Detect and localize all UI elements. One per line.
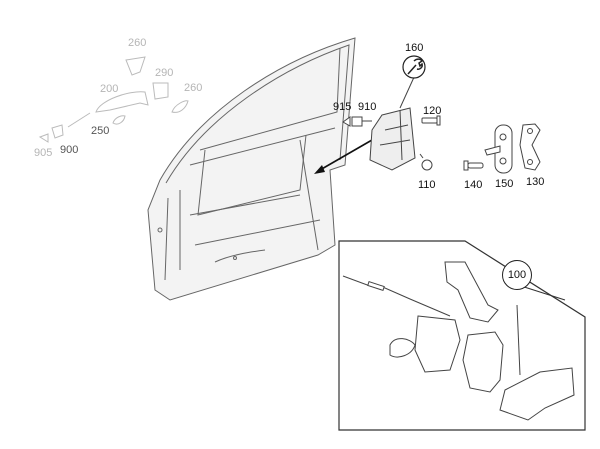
cap-915 [342,116,351,127]
part-label-130: 130 [526,176,545,188]
part-label-900: 900 [60,144,79,156]
arrow-lock-to-door [314,139,373,174]
plate-130 [519,123,541,171]
door-panel [147,37,356,301]
part-label-100: 100 [502,260,532,290]
part-label-260-b: 260 [184,82,203,94]
kit-box [338,240,586,431]
striker-150 [484,124,513,174]
part-label-140: 140 [464,179,483,191]
door-lock-actuator [369,107,416,171]
part-label-200: 200 [100,83,119,95]
part-label-910: 910 [358,101,377,113]
part-label-120: 120 [423,105,442,117]
part-label-260: 260 [128,37,147,49]
part-label-290: 290 [155,67,174,79]
part-label-905: 905 [34,147,53,159]
part-label-250: 250 [91,125,110,137]
screw-120 [421,115,441,126]
bolt-110 [419,153,433,171]
part-label-915: 915 [333,101,352,113]
part-label-150: 150 [495,178,514,190]
part-label-160: 160 [405,42,424,54]
wrench-icon [402,55,426,79]
leader-100 [517,284,566,301]
door-handle-parts [38,56,189,143]
plug-910 [351,116,372,127]
screw-140 [463,160,484,171]
leader-160 [399,74,416,109]
part-label-110: 110 [418,179,436,191]
kit-parts [342,261,575,421]
